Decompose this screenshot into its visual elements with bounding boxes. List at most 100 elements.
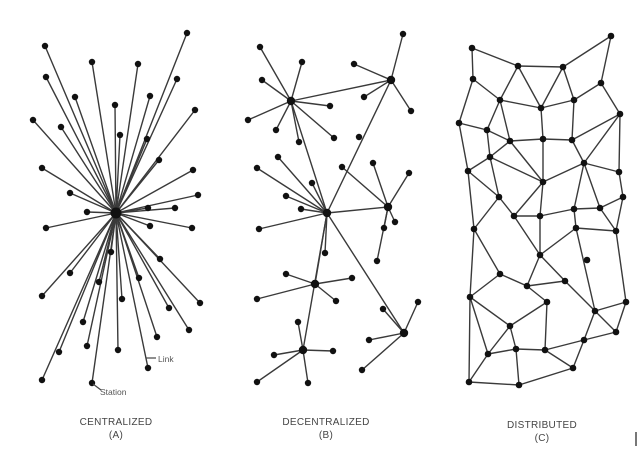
station-node xyxy=(294,318,302,326)
link xyxy=(290,61,303,102)
link xyxy=(115,138,148,214)
link xyxy=(583,331,617,341)
station-node xyxy=(116,131,124,139)
link xyxy=(115,159,160,214)
station-node xyxy=(569,364,577,372)
station-node xyxy=(365,336,373,344)
link xyxy=(115,169,194,214)
link xyxy=(583,162,620,173)
station-node xyxy=(536,251,544,259)
link xyxy=(361,332,405,371)
station-node xyxy=(244,116,252,124)
station-node xyxy=(619,193,627,201)
link xyxy=(115,212,151,227)
link xyxy=(41,167,117,214)
link xyxy=(471,47,519,67)
link xyxy=(468,296,471,383)
station-node xyxy=(496,270,504,278)
link xyxy=(86,212,117,347)
hub-node xyxy=(322,208,332,218)
station-node xyxy=(173,75,181,83)
annotation-pointer xyxy=(92,383,102,391)
station-node xyxy=(495,193,503,201)
link xyxy=(499,99,511,142)
station-node xyxy=(358,366,366,374)
link xyxy=(277,156,328,214)
station-node xyxy=(612,328,620,336)
station-node xyxy=(483,126,491,134)
link xyxy=(513,215,541,256)
link xyxy=(302,349,334,352)
station-node xyxy=(83,342,91,350)
station-node xyxy=(298,58,306,66)
link xyxy=(618,171,624,198)
link xyxy=(489,156,544,183)
link xyxy=(575,227,596,312)
station-node xyxy=(88,58,96,66)
station-node xyxy=(468,44,476,52)
link xyxy=(247,100,292,121)
station-node xyxy=(350,60,358,68)
station-node xyxy=(185,326,193,334)
link xyxy=(515,348,546,351)
link xyxy=(487,348,517,355)
station-node xyxy=(559,63,567,71)
link xyxy=(468,353,489,383)
station-node xyxy=(391,218,399,226)
link xyxy=(311,182,328,214)
link xyxy=(618,113,621,173)
link xyxy=(300,208,328,214)
station-node xyxy=(183,29,191,37)
station-node xyxy=(570,205,578,213)
link xyxy=(473,228,501,275)
decentralized-links xyxy=(247,33,419,384)
link xyxy=(326,79,392,214)
link xyxy=(499,273,528,287)
station-node xyxy=(55,348,63,356)
link xyxy=(526,285,548,303)
station-node xyxy=(405,169,413,177)
link xyxy=(115,194,199,214)
link xyxy=(615,230,627,303)
station-node xyxy=(515,381,523,389)
link xyxy=(115,212,123,300)
station-node xyxy=(622,298,630,306)
link xyxy=(256,283,316,300)
link xyxy=(615,301,627,333)
station-node xyxy=(332,297,340,305)
station-node xyxy=(272,126,280,134)
station-node xyxy=(506,322,514,330)
distributed-stations xyxy=(455,32,630,389)
link xyxy=(290,100,300,143)
link xyxy=(91,61,117,214)
link xyxy=(353,63,392,81)
station-node xyxy=(514,62,522,70)
station-node xyxy=(464,167,472,175)
link xyxy=(509,140,544,183)
link xyxy=(115,212,193,229)
station-node xyxy=(153,333,161,341)
station-node xyxy=(616,110,624,118)
station-node xyxy=(570,96,578,104)
station-node xyxy=(572,224,580,232)
link xyxy=(540,107,544,140)
link xyxy=(290,100,335,139)
station-node xyxy=(355,133,363,141)
station-node xyxy=(38,376,46,384)
link xyxy=(387,172,410,208)
station-node xyxy=(506,137,514,145)
station-node xyxy=(539,178,547,186)
station-node xyxy=(596,204,604,212)
link xyxy=(74,96,117,214)
link xyxy=(489,156,500,198)
link xyxy=(324,212,328,254)
station-node xyxy=(146,222,154,230)
link xyxy=(468,381,520,386)
station-node xyxy=(282,270,290,278)
station-node xyxy=(597,79,605,87)
link xyxy=(539,254,566,282)
link xyxy=(261,79,292,102)
station-node xyxy=(134,60,142,68)
station-node xyxy=(484,350,492,358)
